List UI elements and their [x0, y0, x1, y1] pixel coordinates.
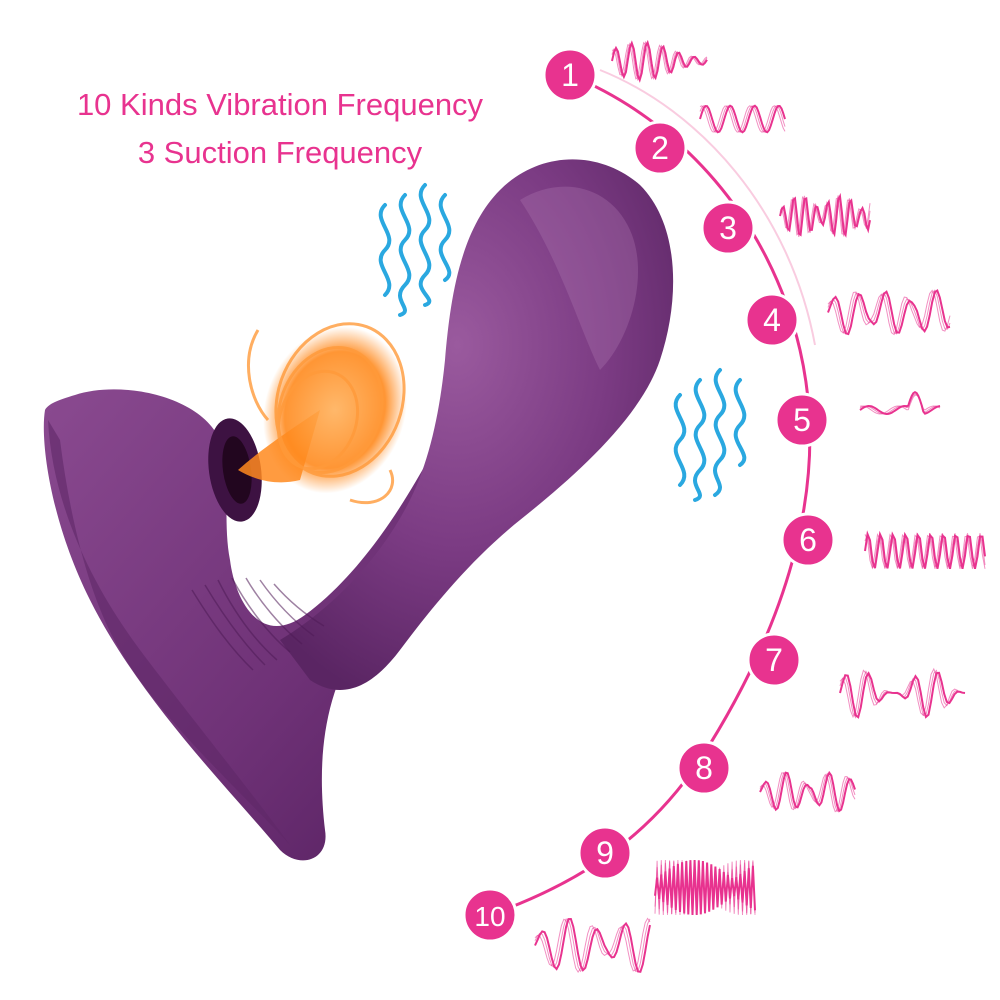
device-body	[43, 159, 674, 861]
mode-label: 9	[596, 835, 614, 871]
mode-badge-circle	[676, 740, 732, 796]
mode-3-badge: 3	[700, 200, 756, 256]
mode-label: 10	[474, 901, 505, 932]
mode-6-badge: 6	[780, 512, 836, 568]
mode-label: 5	[793, 402, 811, 438]
mode-1-badge: 1	[542, 47, 598, 103]
mode-badge-circle	[744, 292, 800, 348]
mode-badge-circle	[542, 47, 598, 103]
mode-2-waveform-icon	[699, 104, 786, 134]
mode-badge-circle	[577, 825, 633, 881]
mode-badge-circle	[462, 887, 518, 943]
headline-vibration: 10 Kinds Vibration Frequency	[76, 87, 484, 122]
mode-10-waveform-icon	[534, 917, 651, 974]
mode-9-waveform-icon	[654, 859, 756, 916]
mode-3-waveform-icon	[779, 192, 871, 238]
vibration-waves-icon	[378, 183, 452, 317]
mode-5-badge: 5	[774, 392, 830, 448]
vibration-waves-icon-right	[673, 368, 747, 502]
mode-label: 1	[561, 57, 579, 93]
mode-badge-circle	[774, 392, 830, 448]
mode-badge-circle	[700, 200, 756, 256]
mode-label: 3	[719, 210, 737, 246]
mode-8-waveform-icon	[759, 770, 856, 813]
mode-label: 8	[695, 750, 713, 786]
mode-7-waveform-icon	[839, 667, 966, 719]
mode-4-badge: 4	[744, 292, 800, 348]
mode-badge-circle	[632, 120, 688, 176]
suction-swirl-icon	[238, 322, 407, 505]
mode-badge-circle	[746, 632, 802, 688]
mode-4-waveform-icon	[827, 289, 951, 336]
mode-label: 4	[763, 302, 781, 338]
mode-9-badge: 9	[577, 825, 633, 881]
mode-10-badge: 10	[462, 887, 518, 943]
mode-1-waveform-icon	[611, 39, 708, 83]
mode-8-badge: 8	[676, 740, 732, 796]
mode-label: 6	[799, 522, 817, 558]
mode-badge-circle	[780, 512, 836, 568]
mode-2-badge: 2	[632, 120, 688, 176]
mode-label: 7	[765, 642, 783, 678]
mode-7-badge: 7	[746, 632, 802, 688]
headline-suction: 3 Suction Frequency	[137, 135, 423, 170]
mode-6-waveform-icon	[864, 530, 986, 570]
mode-list: 1 2 3 4 5 6 7 8 9 10	[462, 39, 986, 974]
mode-5-waveform-icon	[859, 391, 941, 416]
mode-label: 2	[651, 130, 669, 166]
